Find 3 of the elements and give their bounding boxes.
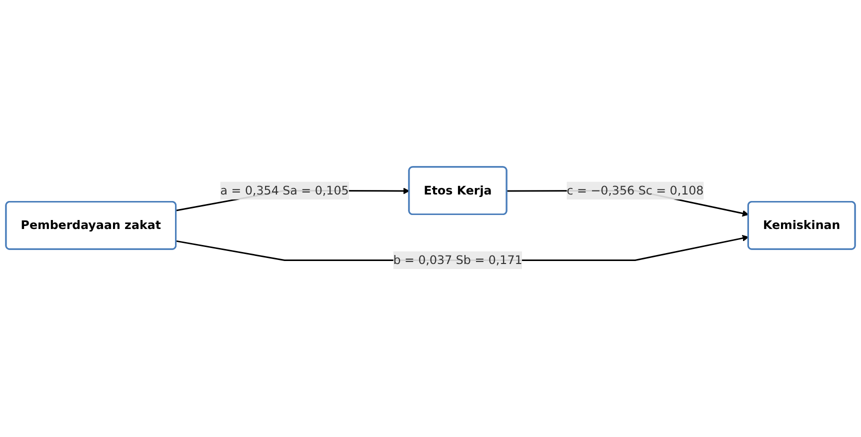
edge-label: c = −0,356 Sc = 0,108 xyxy=(566,184,704,198)
edge-label: b = 0,037 Sb = 0,171 xyxy=(393,253,522,268)
edge-label: a = 0,354 Sa = 0,105 xyxy=(220,184,349,198)
